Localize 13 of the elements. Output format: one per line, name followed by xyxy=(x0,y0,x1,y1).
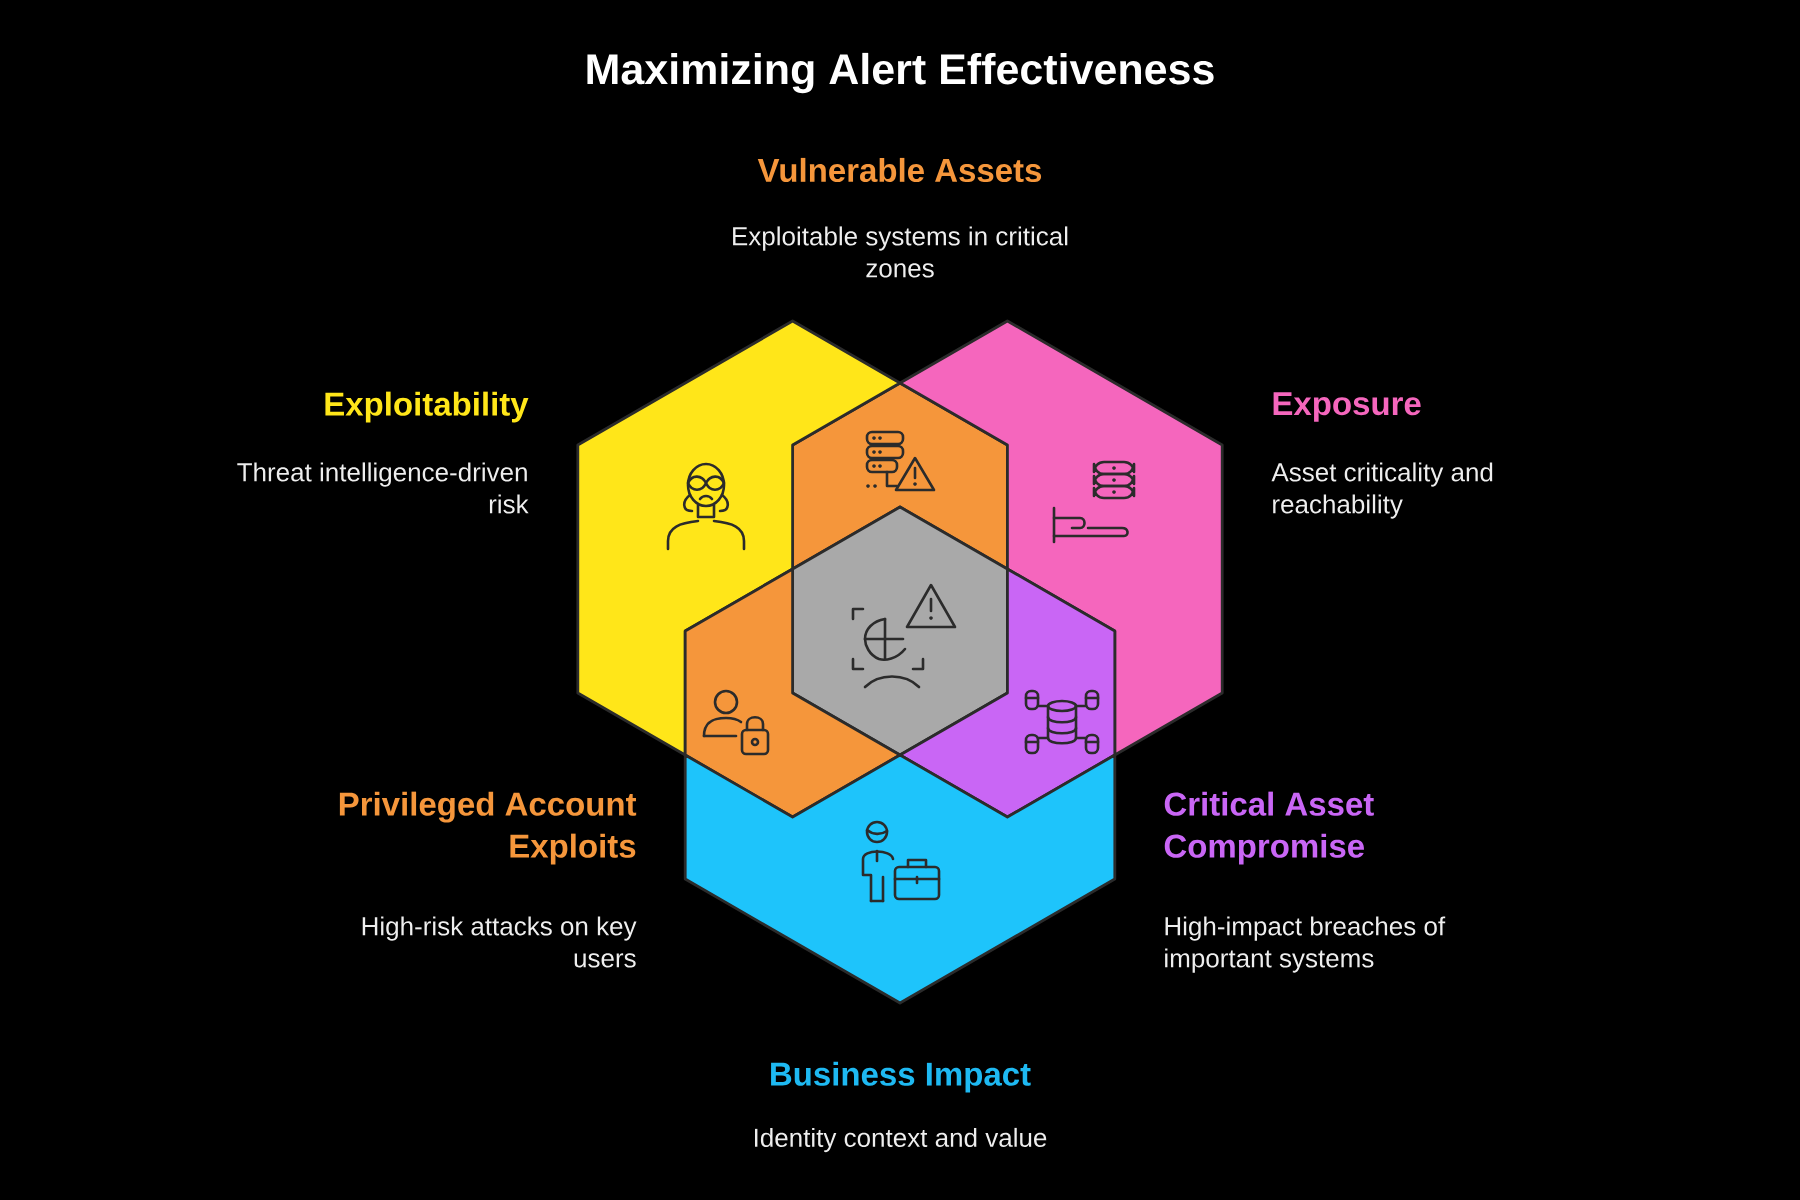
heading: Exposure xyxy=(1273,392,1421,422)
description: Identity context and value xyxy=(755,1127,1047,1153)
description: High-impact breaches of important systems xyxy=(1165,916,1446,973)
description: High-risk attacks on key users xyxy=(362,916,637,968)
heading: Business Impact xyxy=(771,1061,1031,1093)
heading: Exploitability xyxy=(325,391,529,423)
heading: Privileged Account Exploits xyxy=(339,791,637,865)
title: Maximizing Alert Effectiveness xyxy=(587,52,1214,94)
heading: Vulnerable Assets xyxy=(757,157,1042,183)
description: Exploitable systems in critical zones xyxy=(733,226,1068,278)
heading: Critical Asset Compromise xyxy=(1164,791,1374,865)
description: Asset criticality and reachability xyxy=(1271,462,1493,519)
description: Threat intelligence-driven risk xyxy=(237,462,529,514)
